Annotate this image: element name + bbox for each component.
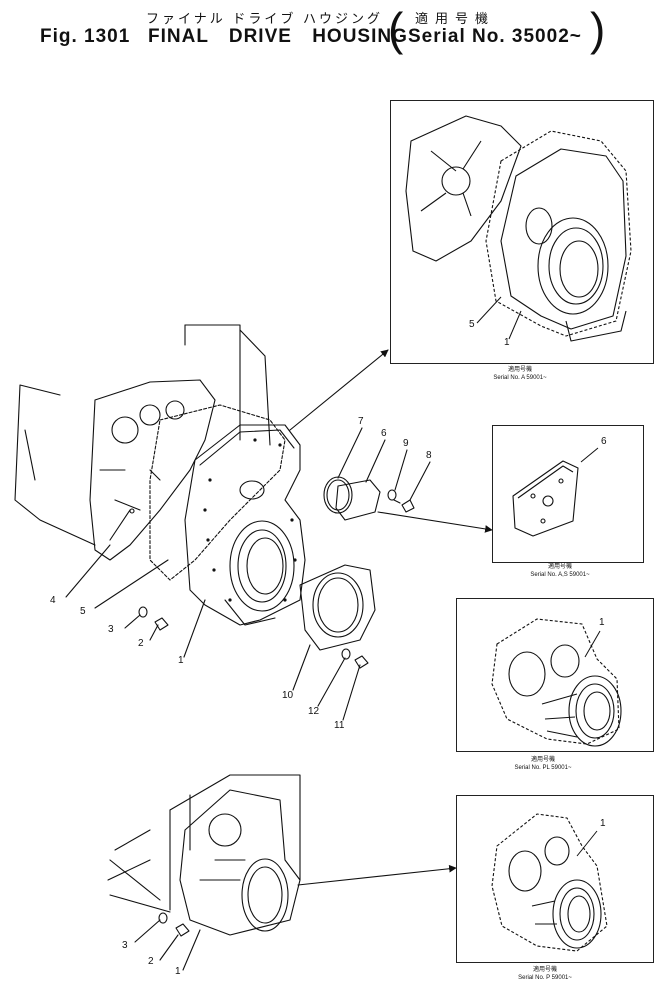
bolt-8 xyxy=(393,499,415,513)
callout-2-lower: 2 xyxy=(148,956,154,967)
callout-5: 5 xyxy=(80,606,86,617)
transmission-case xyxy=(14,324,271,546)
arrow-panel-a xyxy=(289,349,389,431)
callout-6: 6 xyxy=(381,428,387,439)
panel-a-label-1: 1 xyxy=(504,337,510,348)
washer-9 xyxy=(387,489,397,501)
callout-8: 8 xyxy=(426,450,432,461)
washer-3-lower xyxy=(158,912,168,924)
arrow-panel-p xyxy=(297,864,457,886)
panel-p-caption-jp: 適用号機 xyxy=(532,967,557,973)
title-en: FINAL DRIVE HOUSING xyxy=(148,26,408,47)
detail-panel-pl: 1 xyxy=(456,598,654,752)
bolt-2-lower xyxy=(175,923,190,937)
paren-open: ( xyxy=(388,3,404,55)
washer-3 xyxy=(138,606,148,618)
panel-p-caption-serial: Serial No. P 59001~ xyxy=(518,975,572,981)
panel-a-caption: 適用号機 Serial No. A 59001~ xyxy=(470,366,570,382)
detail-panel-p: 1 xyxy=(456,795,654,963)
final-drive-housing xyxy=(184,424,306,626)
seal-cover xyxy=(299,564,376,651)
title-jp: ファイナル ドライブ ハウジング xyxy=(146,11,383,26)
callout-1-lower: 1 xyxy=(175,966,181,977)
panel-pl-label-1: 1 xyxy=(599,617,605,628)
bolt-2 xyxy=(154,617,169,631)
callout-3-lower: 3 xyxy=(122,940,128,951)
panel-pl-caption-serial: Serial No. PL 59001~ xyxy=(514,765,572,771)
panel-a-caption-jp: 適用号機 xyxy=(507,367,532,373)
fig-label: Fig. 1301 xyxy=(40,26,131,47)
serial-number: Serial No. 35002~ xyxy=(408,26,582,47)
callout-2: 2 xyxy=(138,638,144,649)
detail-panel-a: 5 1 xyxy=(390,100,654,364)
cover-plate xyxy=(335,479,381,521)
applicable-jp: 適用号機 xyxy=(415,11,496,26)
case-cover-plate xyxy=(89,379,216,561)
panel-a-label-5: 5 xyxy=(469,319,475,330)
panel-as-caption-jp: 適用号機 xyxy=(547,564,572,570)
panel-as-label-6: 6 xyxy=(601,436,607,447)
washer-12 xyxy=(341,648,351,660)
callout-9: 9 xyxy=(403,438,409,449)
panel-as-caption-serial: Serial No. A,S 59001~ xyxy=(530,572,590,578)
detail-panel-as: 6 xyxy=(492,425,644,563)
arrow-panel-as xyxy=(377,511,493,533)
panel-pl-caption: 適用号機 Serial No. PL 59001~ xyxy=(488,756,598,772)
panel-as-caption: 適用号機 Serial No. A,S 59001~ xyxy=(505,563,615,579)
callout-4: 4 xyxy=(50,595,56,606)
o-ring xyxy=(323,476,353,514)
callout-1: 1 xyxy=(178,655,184,666)
callout-11: 11 xyxy=(334,720,345,731)
callout-7: 7 xyxy=(358,416,364,427)
lower-housing-assembly xyxy=(107,774,301,971)
panel-pl-caption-jp: 適用号機 xyxy=(530,757,555,763)
panel-p-label-1: 1 xyxy=(600,818,606,829)
callout-12: 12 xyxy=(308,706,320,717)
panel-p-caption: 適用号機 Serial No. P 59001~ xyxy=(490,966,600,982)
bolt-11 xyxy=(354,655,369,669)
gasket xyxy=(149,404,286,581)
callout-10: 10 xyxy=(282,690,294,701)
callout-3: 3 xyxy=(108,624,114,635)
panel-a-caption-serial: Serial No. A 59001~ xyxy=(493,375,547,381)
paren-close: ) xyxy=(590,3,606,55)
